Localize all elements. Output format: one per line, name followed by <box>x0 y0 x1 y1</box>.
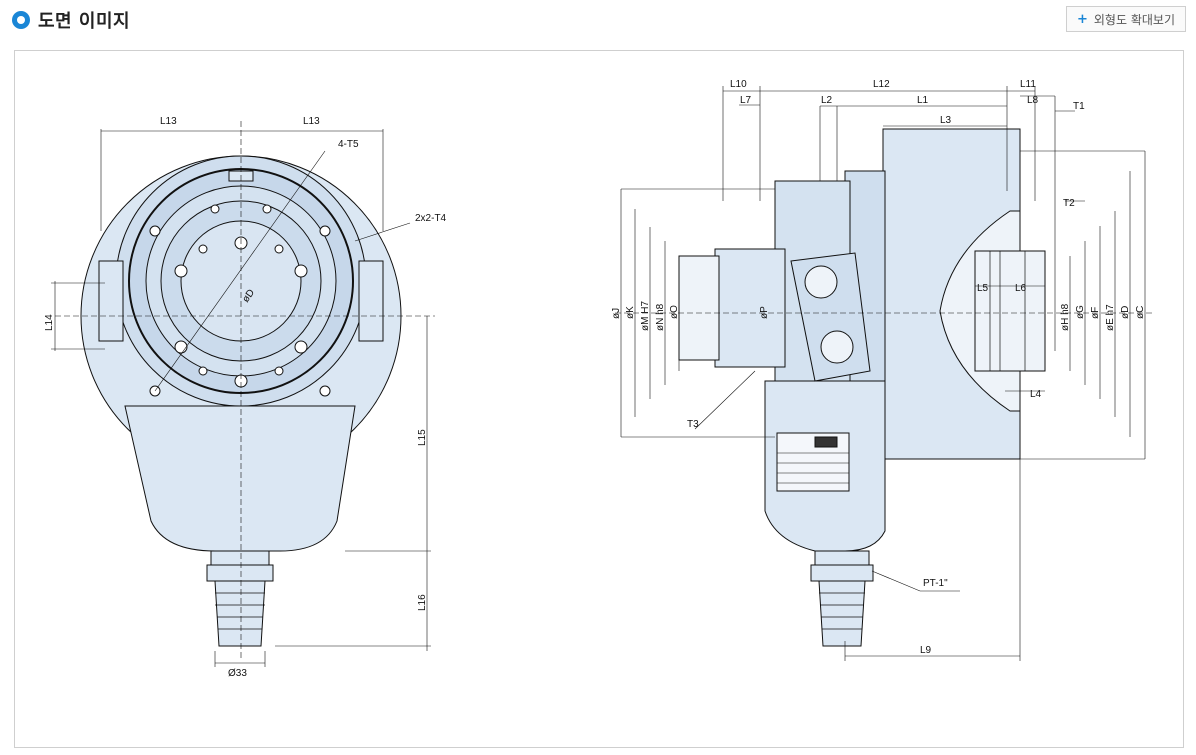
plus-icon: + <box>1076 11 1088 27</box>
label-t2: T2 <box>1063 198 1075 209</box>
label-phi-f: øF <box>1090 307 1101 319</box>
label-l10: L10 <box>730 79 747 90</box>
side-shaft <box>714 248 786 368</box>
label-phi-m: øM H7 <box>640 301 651 331</box>
bolt-holes <box>149 204 331 397</box>
label-l11: L11 <box>1020 79 1036 90</box>
label-l14: L14 <box>44 314 55 331</box>
label-l16: L16 <box>417 594 428 611</box>
body-base <box>124 405 356 552</box>
front-view <box>51 121 435 667</box>
label-phi-k: øK <box>625 306 636 319</box>
label-pt: PT-1" <box>923 578 948 589</box>
title-wrap: 도면 이미지 <box>12 7 130 33</box>
label-phi-d: øD <box>1120 306 1131 319</box>
drawing-frame: L13 L13 4-T5 2x2-T4 L14 L15 L16 Ø33 øD <box>14 50 1184 748</box>
label-t4: 2x2-T4 <box>415 213 447 224</box>
section-header: 도면 이미지 + 외형도 확대보기 <box>0 0 1196 40</box>
label-l12: L12 <box>873 79 890 90</box>
label-d33: Ø33 <box>228 668 247 679</box>
label-phi-e: øE h7 <box>1105 304 1116 331</box>
label-l1: L1 <box>917 95 929 106</box>
label-l2: L2 <box>821 95 833 106</box>
label-l15: L15 <box>417 429 428 446</box>
label-l13-left: L13 <box>160 116 177 127</box>
label-l13-right: L13 <box>303 116 320 127</box>
zoom-outline-label: 외형도 확대보기 <box>1093 12 1175 27</box>
label-l8: L8 <box>1027 95 1039 106</box>
nameplate <box>776 432 850 492</box>
side-view-labels: L10 L7 L12 L2 L1 L11 L8 L3 T1 T2 L5 L6 L… <box>611 79 1146 656</box>
label-l4: L4 <box>1030 389 1042 400</box>
label-phi-n: øN h8 <box>655 303 666 331</box>
technical-drawing: L13 L13 4-T5 2x2-T4 L14 L15 L16 Ø33 øD <box>44 79 1155 679</box>
label-l6: L6 <box>1015 283 1027 294</box>
label-l5: L5 <box>977 283 989 294</box>
label-l7: L7 <box>740 95 752 106</box>
label-t1: T1 <box>1073 101 1085 112</box>
section-title: 도면 이미지 <box>38 11 131 32</box>
label-phi-p: øP <box>759 306 770 319</box>
side-view <box>615 86 1155 661</box>
label-t3: T3 <box>687 419 699 430</box>
label-phi-j: øJ <box>611 308 622 319</box>
label-l3: L3 <box>940 115 952 126</box>
label-t5: 4-T5 <box>338 139 359 150</box>
label-phi-c: øC <box>1135 306 1146 319</box>
label-phi-g: øG <box>1075 305 1086 319</box>
bullet-ring-icon <box>12 11 30 29</box>
label-phi-h: øH h8 <box>1060 303 1071 331</box>
label-phi-o: øO <box>669 305 680 319</box>
zoom-outline-button[interactable]: + 외형도 확대보기 <box>1065 6 1186 32</box>
label-l9: L9 <box>920 645 932 656</box>
